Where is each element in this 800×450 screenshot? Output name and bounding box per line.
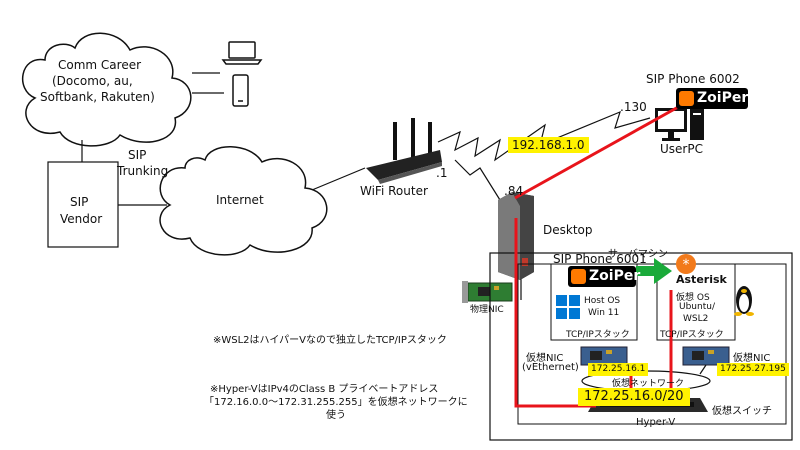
physical-nic-icon [462,281,513,303]
userpc-label: UserPC [660,142,703,156]
vnic-host-line1: 仮想NIC [526,353,564,364]
tcpip-guest-label: TCP/IPスタック [660,330,724,340]
desktop-ip-suffix: .84 [504,184,524,198]
desktop-label: Desktop [543,223,593,237]
carrier-line2: (Docomo, au, [52,74,133,88]
guest-os-line3: WSL2 [683,314,709,324]
sip-trunking-line2: Trunking [117,164,169,178]
user-pc-icon [655,108,704,141]
router-ip-suffix: .1 [436,166,448,180]
hyperv-box [517,263,787,425]
phone-6002-label: SIP Phone 6002 [646,72,740,86]
zoiper-icon [679,91,694,106]
sip-vendor-box [47,161,119,248]
svg-text:*: * [683,257,690,273]
sip-vendor-line1: SIP [70,195,89,209]
zoiper-logo-6001: ZoiPer [568,266,640,287]
virtual-network-label: 仮想ネットワーク [612,379,685,389]
laptop-icon [221,41,263,65]
tcpip-host-label: TCP/IPスタック [566,330,630,340]
carrier-line3: Softbank, Rakuten) [40,90,155,104]
carrier-cloud [21,32,192,147]
linux-tux-icon [734,286,754,316]
virtual-switch-label: 仮想スイッチ [712,406,772,417]
green-arrow [636,258,672,284]
vnic-host-ip-badge: 172.25.16.1 [588,363,649,376]
phone-6001-label: SIP Phone 6001 [553,252,647,266]
subnet-badge: 172.25.16.0/20 [578,388,690,406]
note-hyperv-line3: 使う [326,410,346,421]
sip-vendor-line2: Vendor [60,212,103,226]
note-hyperv-line1: ※Hyper-VはIPv4のClass B プライベートアドレス [210,384,439,395]
vnic-guest-ip-badge: 172.25.27.195 [717,363,789,376]
server-machine-label: サーバマシン [608,249,668,260]
asterisk-logo-icon: * [676,254,696,274]
zoiper-logo-6002: ZoiPer [676,88,748,109]
host-os-line1: Host OS [584,296,621,306]
windows-logo-icon [556,295,580,319]
sip-trunking-line1: SIP [128,148,147,162]
wifi-router-icon [366,118,442,184]
internet-label: Internet [216,193,264,207]
guest-os-line1: 仮想 OS [676,293,710,303]
host-os-line2: Win 11 [588,308,620,318]
note-hyperv-line2: 「172.16.0.0～172.31.255.255」を仮想ネットワークに [204,397,468,408]
smartphone-icon [232,74,249,107]
internet-cloud [159,146,328,256]
server-machine-box [489,252,793,441]
zoiper-icon [571,269,586,284]
virtual-nic-guest-icon [682,346,730,366]
userpc-ip-suffix: .130 [620,100,647,114]
asterisk-label: Asterisk [676,273,727,286]
guest-os-line2: Ubuntu/ [679,302,715,312]
network-ip-badge: 192.168.1.0 [508,137,589,153]
vnic-guest-label: 仮想NIC [733,353,771,364]
vnic-host-line2: (vEthernet) [522,362,579,373]
host-os-box [550,263,638,341]
hyperv-label: Hyper-V [636,417,676,428]
carrier-title: Comm Career [58,58,142,72]
physical-nic-label: 物理NIC [470,305,504,315]
note-wsl2: ※WSL2はハイパーVなので独立したTCP/IPスタック [213,335,447,346]
router-label: WiFi Router [360,184,428,198]
